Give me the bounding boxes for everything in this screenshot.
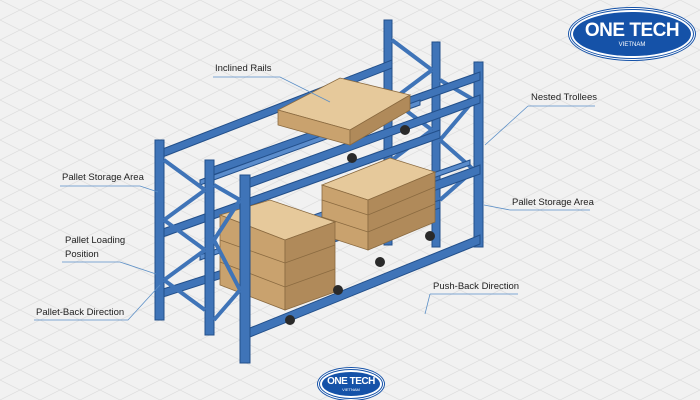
front-frames	[154, 139, 251, 364]
label-push-back: Push-Back Direction	[433, 281, 520, 292]
trolley-wheels	[285, 125, 435, 325]
label-loading-line2: Position	[65, 249, 99, 260]
logo-bottom: ONE TECH VIETNAM	[322, 372, 380, 396]
logo-name-small: ONE TECH	[327, 376, 375, 387]
label-storage-left: Pallet Storage Area	[62, 172, 144, 183]
label-nested-trollees: Nested Trollees	[531, 92, 598, 103]
logo-top: ONE TECH VIETNAM	[573, 12, 691, 56]
logo-name: ONE TECH	[584, 20, 680, 41]
pallet-upper	[276, 77, 412, 146]
leader-lines	[34, 76, 595, 321]
logo-sub-small: VIETNAM	[342, 387, 360, 392]
label-pallet-back: Pallet-Back Direction	[36, 307, 125, 318]
label-loading-line1: Pallet Loading	[65, 235, 126, 246]
label-storage-right: Pallet Storage Area	[512, 197, 594, 208]
label-inclined-rails: Inclined Rails	[215, 63, 272, 74]
logo-sub: VIETNAM	[618, 42, 646, 48]
